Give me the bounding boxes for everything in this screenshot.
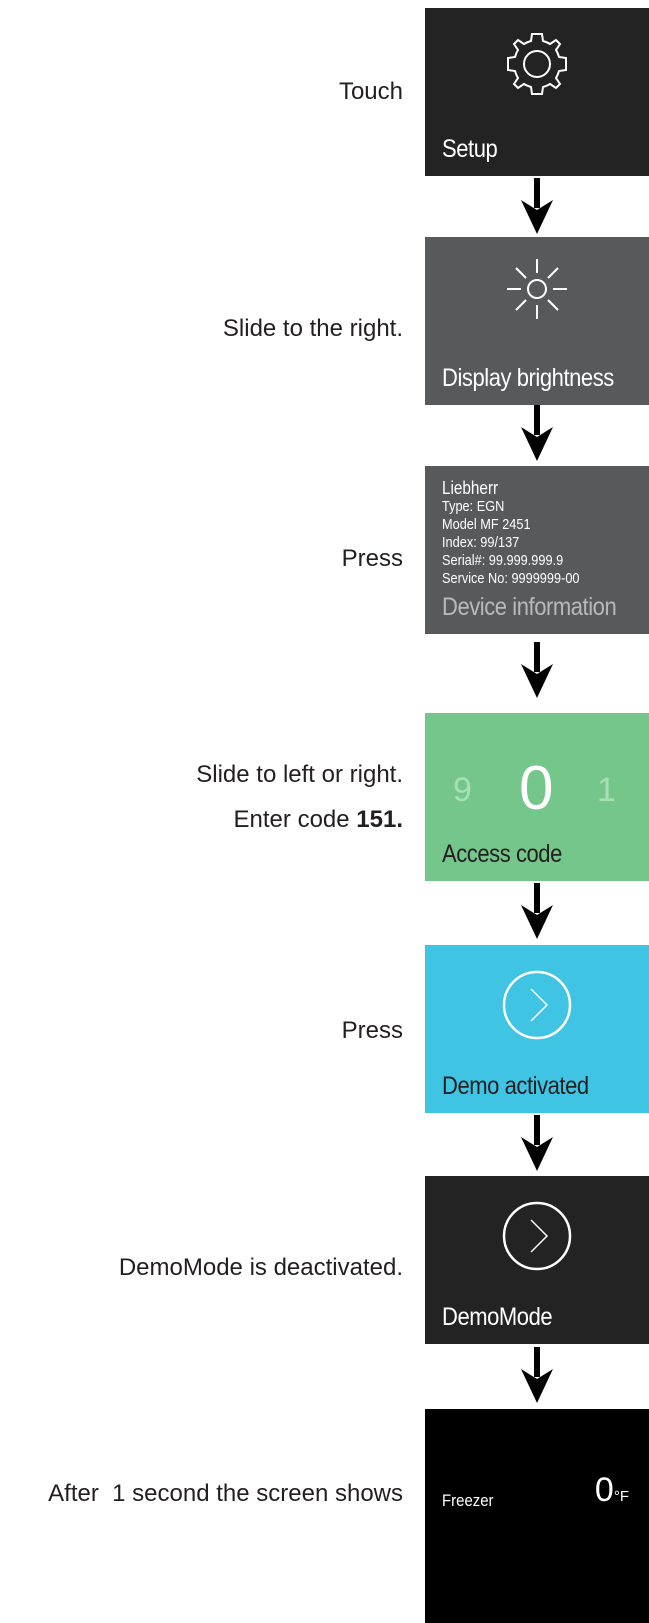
instruction-press-demo: Press <box>341 1017 403 1044</box>
access-code-panel[interactable]: 9 0 1 Access code <box>425 713 649 881</box>
down-arrow-icon <box>521 178 553 234</box>
gear-icon <box>507 33 567 95</box>
down-arrow-icon <box>521 1115 553 1171</box>
digit-current: 0 <box>519 754 554 823</box>
info-serial: Serial#: 99.999.999.9 <box>442 552 564 569</box>
info-brand: Liebherr <box>442 478 499 498</box>
display-brightness-panel[interactable]: Display brightness <box>425 237 649 405</box>
digit-prev[interactable]: 9 <box>453 771 472 809</box>
chevron-circle-icon <box>502 970 572 1040</box>
setup-panel[interactable]: Setup <box>425 8 649 176</box>
info-index: Index: 99/137 <box>442 534 520 551</box>
panel-label: Display brightness <box>442 364 614 392</box>
instruction-enter-code: Enter code 151. <box>234 806 403 834</box>
instruction-slide-left-right: Slide to left or right. <box>196 761 403 788</box>
down-arrow-icon <box>521 405 553 461</box>
digit-next[interactable]: 1 <box>597 771 616 809</box>
info-type: Type: EGN <box>442 498 505 515</box>
access-code-value: 151. <box>356 806 403 833</box>
down-arrow-icon <box>521 642 553 698</box>
panel-label: Setup <box>442 135 498 163</box>
instruction-demomode-deactivated: DemoMode is deactivated. <box>118 1254 403 1281</box>
chevron-circle-icon <box>502 1201 572 1271</box>
enter-code-text: Enter code <box>233 806 357 833</box>
demomode-panel[interactable]: DemoMode <box>425 1176 649 1344</box>
temperature-unit: °F <box>613 1488 629 1505</box>
instruction-touch: Touch <box>338 78 403 105</box>
instruction-slide-right: Slide to the right. <box>222 315 403 342</box>
instruction-press: Press <box>341 545 403 572</box>
info-model: Model MF 2451 <box>442 516 531 533</box>
panel-label: Device information <box>442 593 617 621</box>
demo-activated-panel[interactable]: Demo activated <box>425 945 649 1113</box>
panel-label: DemoMode <box>442 1303 553 1331</box>
instruction-after-one-second: After 1 second the screen shows <box>48 1480 403 1507</box>
temperature-value: 0°F <box>595 1471 629 1510</box>
down-arrow-icon <box>521 883 553 939</box>
panel-label: Demo activated <box>442 1072 589 1100</box>
temperature-number: 0 <box>594 1471 614 1509</box>
info-service: Service No: 9999999-00 <box>442 570 580 587</box>
panel-label: Access code <box>442 840 562 868</box>
sun-icon <box>507 259 567 319</box>
freezer-screen-panel: Freezer 0°F <box>425 1409 649 1623</box>
down-arrow-icon <box>521 1347 553 1403</box>
freezer-label: Freezer <box>442 1491 494 1510</box>
device-information-panel[interactable]: Liebherr Type: EGN Model MF 2451 Index: … <box>425 466 649 634</box>
device-info-text: Liebherr Type: EGN Model MF 2451 Index: … <box>442 478 580 588</box>
